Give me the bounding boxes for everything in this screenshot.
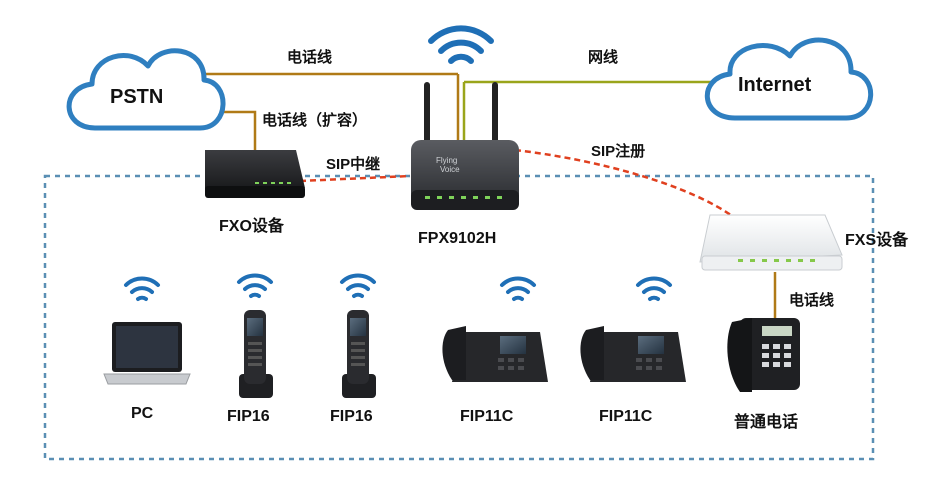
wifi-icon	[237, 273, 273, 298]
fxs-device-label: FXS设备	[845, 232, 909, 249]
fxo-device-icon	[205, 150, 305, 198]
cordless-phone-icon	[239, 310, 273, 398]
gateway-label: FPX9102H	[418, 230, 497, 247]
phone-line-fxs-label: 电话线	[789, 292, 835, 309]
gateway-brand-line2: Voice	[440, 165, 460, 174]
wifi-icon	[340, 273, 376, 298]
internet-cloud	[704, 37, 874, 121]
analog-phone-icon	[727, 318, 800, 392]
pstn-label: PSTN	[110, 86, 164, 108]
wifi-icon	[124, 276, 160, 301]
gateway-router-icon	[411, 82, 519, 210]
sip-register-line	[514, 148, 736, 220]
sip-trunk-line	[299, 174, 411, 183]
cordless-phone-icon	[342, 310, 376, 398]
sip-trunk-label: SIP中继	[326, 156, 381, 173]
phone-line-expand-label: 电话线（扩容）	[262, 112, 368, 129]
terminal-label: FIP16	[227, 408, 270, 425]
laptop-icon	[103, 322, 191, 385]
gateway-brand-line1: Flying	[436, 156, 457, 165]
terminal-label: FIP11C	[460, 408, 514, 425]
wifi-icon	[636, 276, 672, 301]
fxs-device-icon	[699, 214, 843, 271]
desk-phone-icon	[442, 326, 548, 382]
network-line-label: 网线	[588, 49, 619, 66]
terminal-label: PC	[131, 405, 154, 422]
sip-register-label: SIP注册	[591, 143, 646, 160]
terminal-label: FIP11C	[599, 408, 653, 425]
desk-phone-icon	[580, 326, 686, 382]
phone-line-top-label: 电话线	[287, 49, 333, 66]
wifi-icon	[428, 25, 494, 64]
pstn-cloud	[66, 48, 226, 131]
internet-label: Internet	[738, 74, 812, 96]
wifi-icon	[500, 276, 536, 301]
terminal-label: 普通电话	[734, 414, 799, 431]
fxo-device-label: FXO设备	[219, 218, 284, 235]
terminal-label: FIP16	[330, 408, 373, 425]
